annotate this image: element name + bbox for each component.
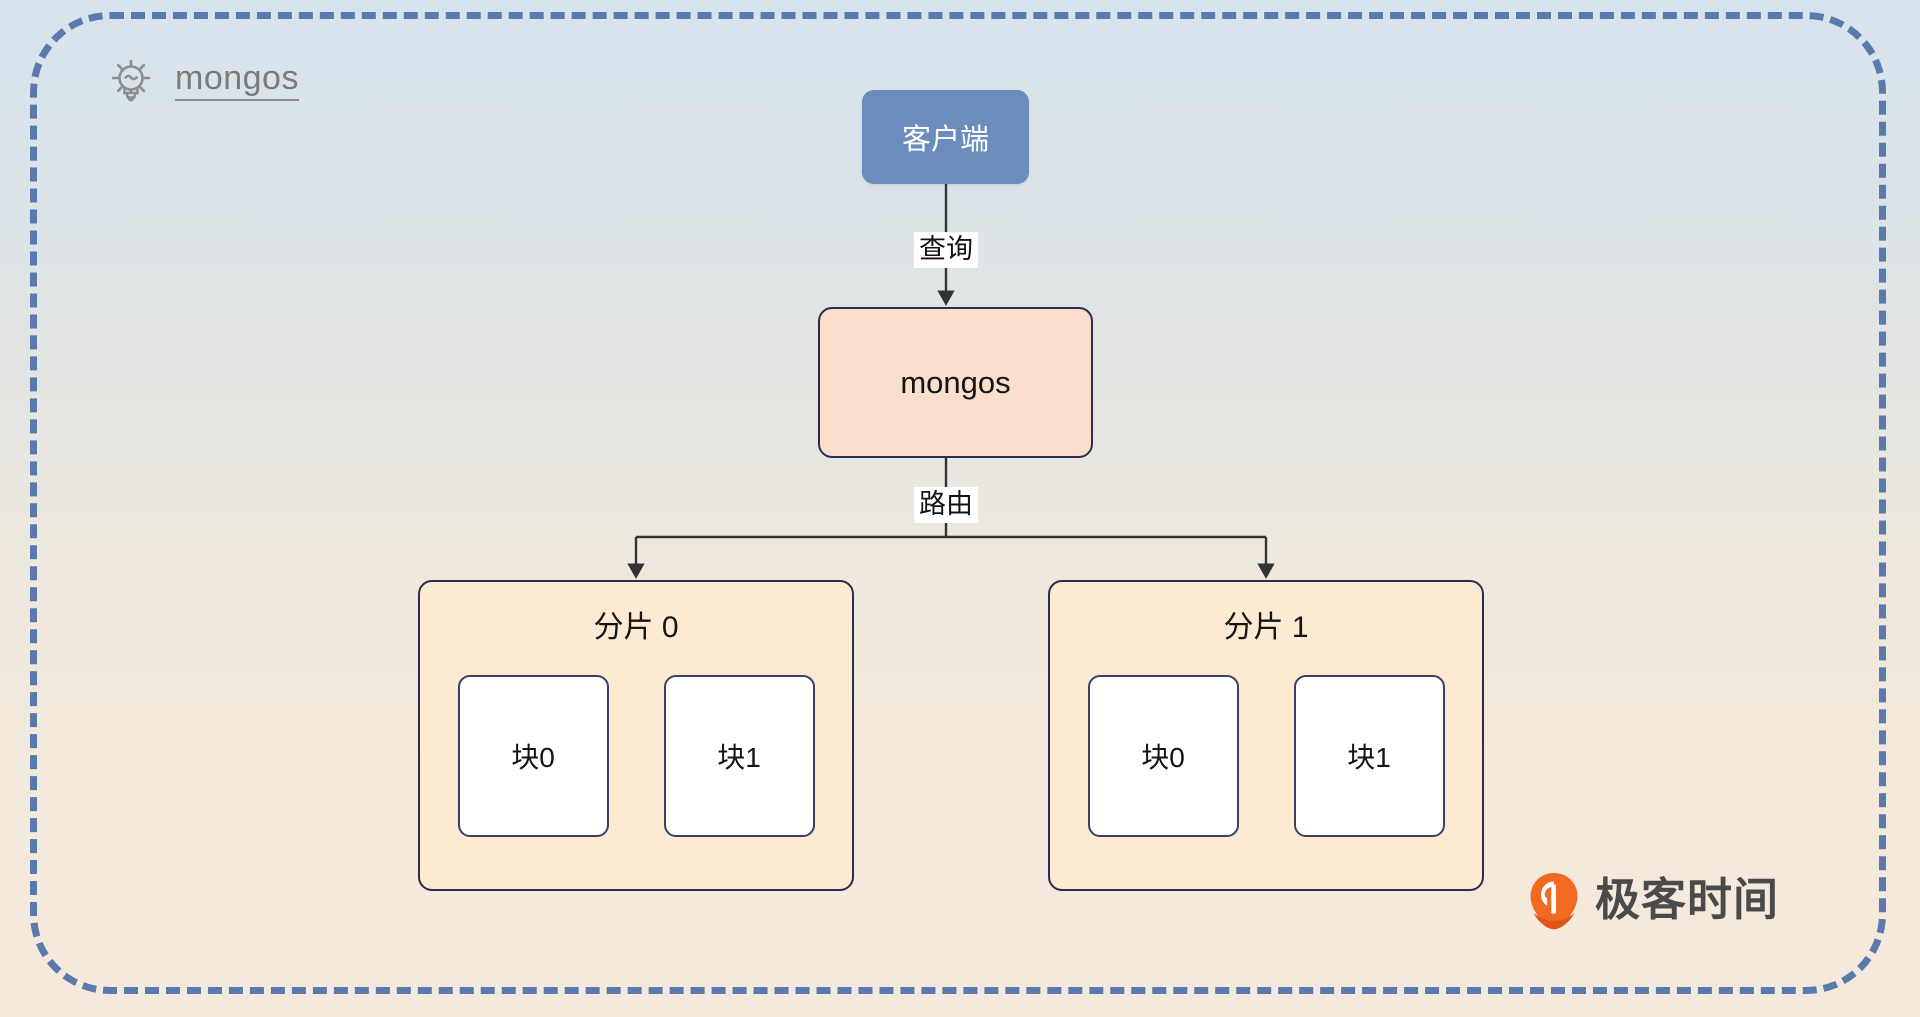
geektime-wordmark: 极客时间 xyxy=(1595,875,1793,927)
chunk-label: 块0 xyxy=(511,742,555,773)
shard-1-title: 分片 1 xyxy=(1223,611,1309,644)
shard-0-title: 分片 0 xyxy=(593,611,679,644)
shard-1-chunks: 块0 块1 xyxy=(1050,675,1482,837)
lightbulb-icon xyxy=(105,55,157,107)
node-mongos: mongos xyxy=(818,307,1093,458)
chunk-box: 块1 xyxy=(663,675,815,837)
geektime-pin-icon xyxy=(1527,872,1581,930)
chunk-label: 块0 xyxy=(1141,742,1185,773)
geektime-watermark: 极客时间 xyxy=(1527,872,1793,930)
node-client-label: 客户端 xyxy=(901,124,989,156)
shard-0-chunks: 块0 块1 xyxy=(420,675,852,837)
node-mongos-label: mongos xyxy=(900,364,1011,400)
page-title: mongos xyxy=(175,60,299,102)
node-shard-0: 分片 0 块0 块1 xyxy=(418,580,854,891)
chunk-label: 块1 xyxy=(1347,742,1391,773)
diagram-header: mongos xyxy=(105,55,299,107)
edge-label-query: 查询 xyxy=(914,232,978,268)
chunk-box: 块1 xyxy=(1293,675,1445,837)
chunk-label: 块1 xyxy=(717,742,761,773)
chunk-box: 块0 xyxy=(1087,675,1239,837)
edge-label-route: 路由 xyxy=(914,487,978,523)
svg-text:极客时间: 极客时间 xyxy=(1595,875,1779,925)
node-client: 客户端 xyxy=(862,90,1029,184)
node-shard-1: 分片 1 块0 块1 xyxy=(1048,580,1484,891)
chunk-box: 块0 xyxy=(457,675,609,837)
